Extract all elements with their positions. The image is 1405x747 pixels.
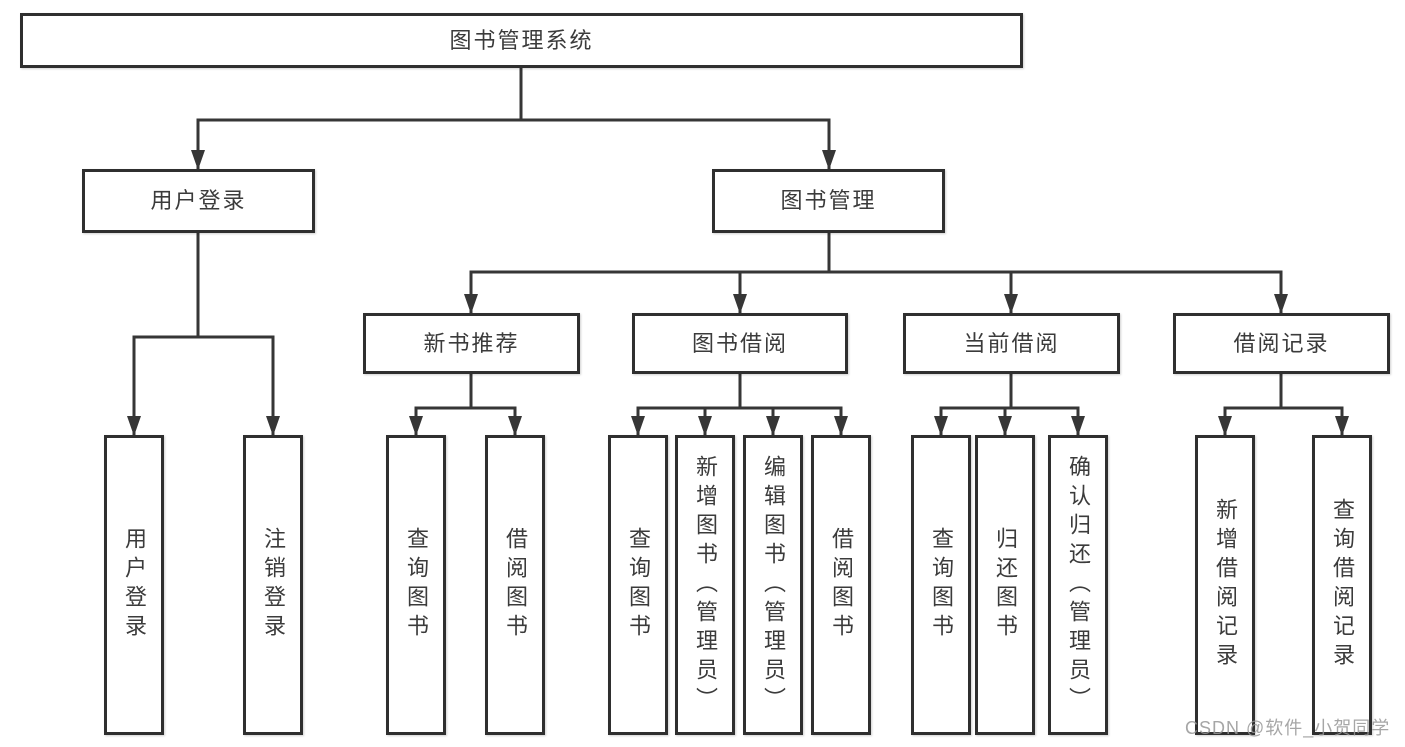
leaf-confirm-return-admin: 确认归还（管理员） xyxy=(1048,435,1108,735)
leaf-query-book-2: 查询图书 xyxy=(608,435,668,735)
leaf-user-login: 用户登录 xyxy=(104,435,164,735)
leaf-query-borrow-record: 查询借阅记录 xyxy=(1312,435,1372,735)
leaf-add-book-admin: 新增图书（管理员） xyxy=(675,435,735,735)
node-current-borrow: 当前借阅 xyxy=(903,313,1120,374)
leaf-return-book: 归还图书 xyxy=(975,435,1035,735)
leaf-edit-book-admin: 编辑图书（管理员） xyxy=(743,435,803,735)
watermark: CSDN @软件_小贺同学 xyxy=(1185,718,1391,738)
leaf-borrow-book-2: 借阅图书 xyxy=(811,435,871,735)
node-new-book-recommend: 新书推荐 xyxy=(363,313,580,374)
node-borrow-records: 借阅记录 xyxy=(1173,313,1390,374)
node-user-login: 用户登录 xyxy=(82,169,315,233)
node-book-management: 图书管理 xyxy=(712,169,945,233)
leaf-query-book-3: 查询图书 xyxy=(911,435,971,735)
leaf-logout: 注销登录 xyxy=(243,435,303,735)
leaf-add-borrow-record: 新增借阅记录 xyxy=(1195,435,1255,735)
node-root: 图书管理系统 xyxy=(20,13,1023,68)
node-book-borrow: 图书借阅 xyxy=(632,313,848,374)
leaf-borrow-book-1: 借阅图书 xyxy=(485,435,545,735)
leaf-query-book-1: 查询图书 xyxy=(386,435,446,735)
